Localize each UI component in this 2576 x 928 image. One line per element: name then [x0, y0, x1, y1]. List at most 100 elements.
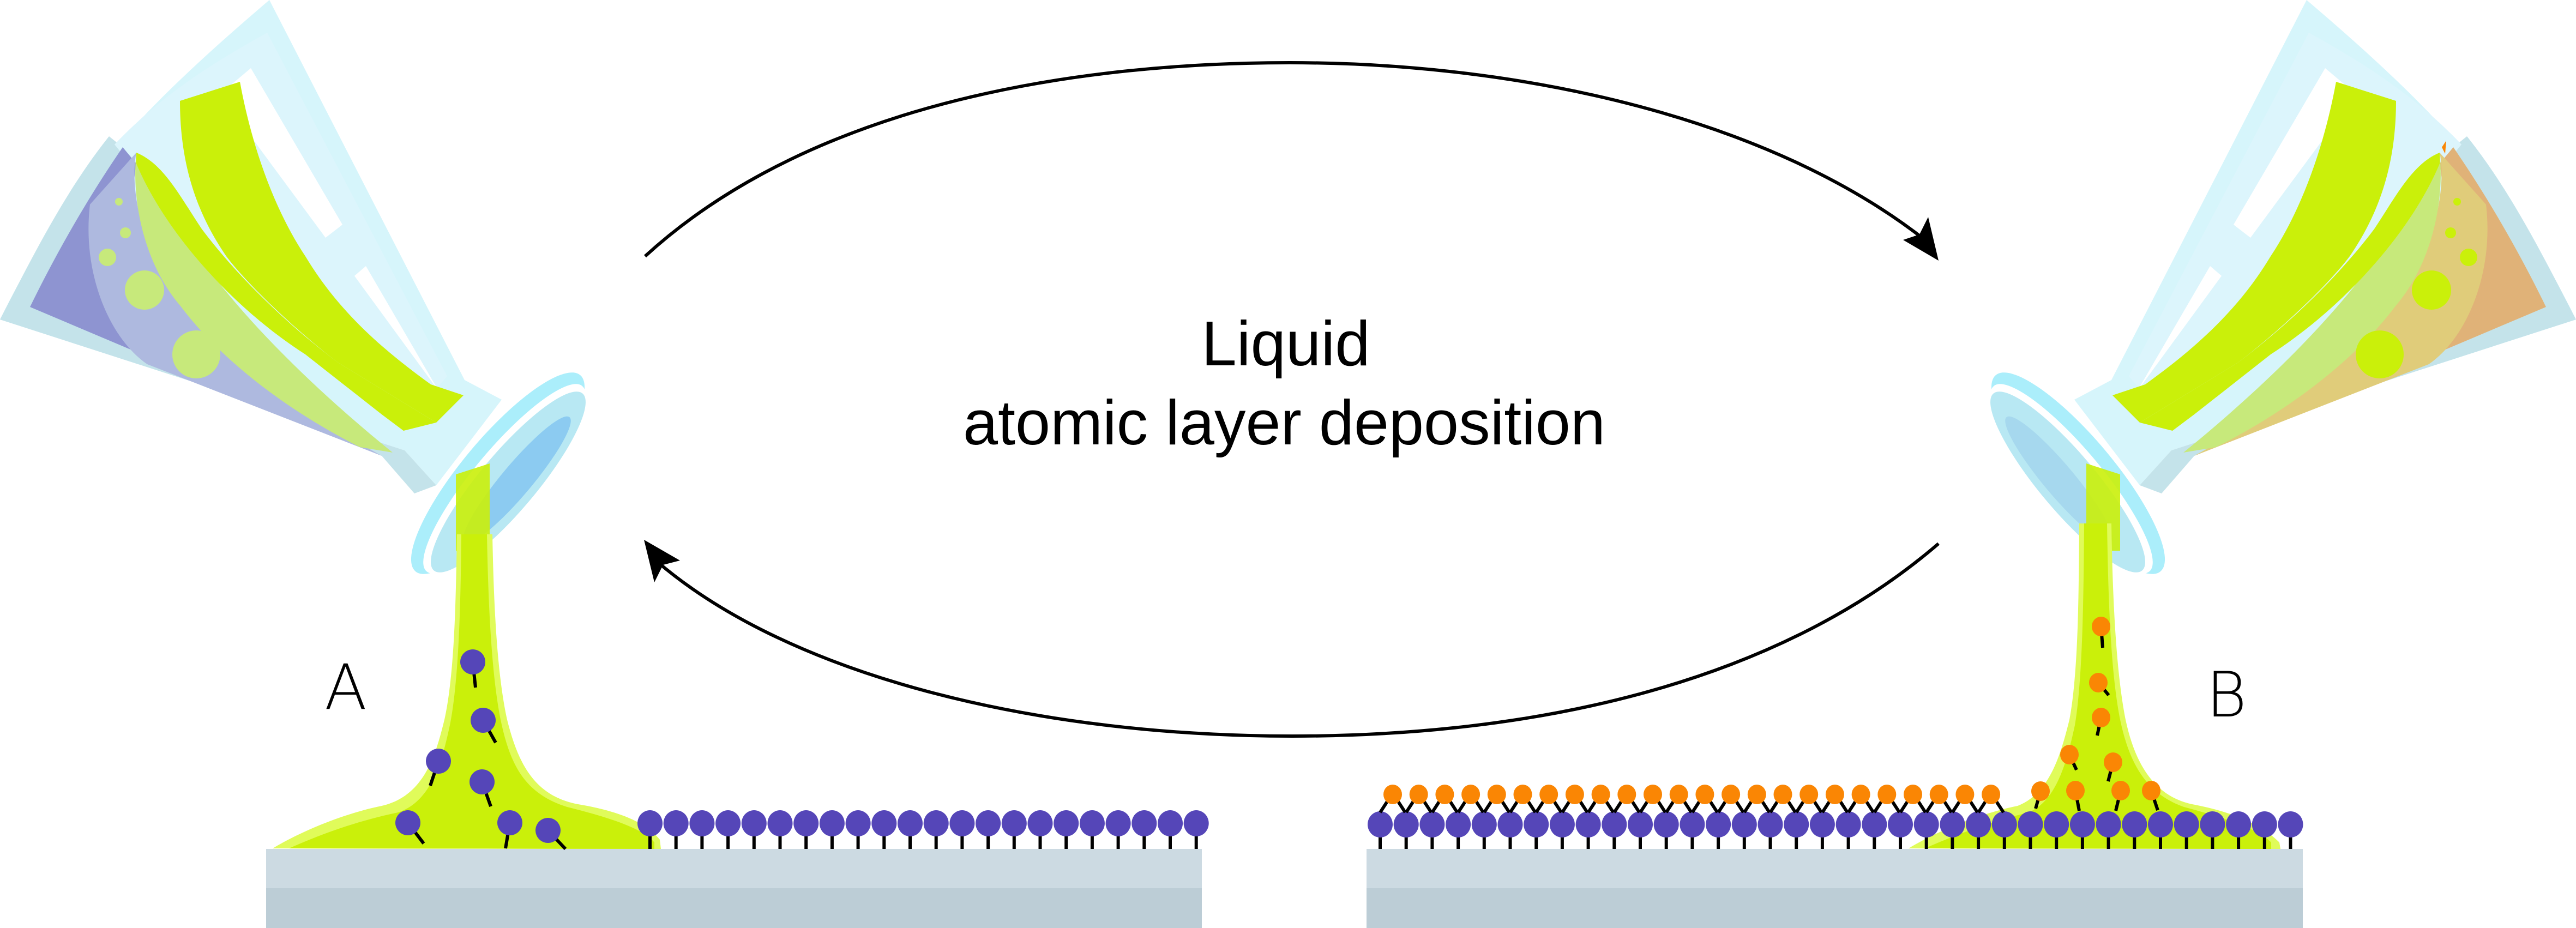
precursor-a-molecule — [2148, 811, 2173, 837]
precursor-b-link — [1847, 800, 1857, 813]
precursor-b-stick — [2100, 635, 2104, 648]
precursor-b-link — [1969, 800, 1979, 813]
precursor-b-molecule — [1904, 785, 1922, 804]
precursor-b-link — [1379, 800, 1389, 813]
precursor-b-link — [1761, 800, 1771, 813]
precursor-b-link — [1683, 800, 1693, 813]
precursor-b-link — [1483, 800, 1493, 813]
precursor-b-molecule — [2089, 673, 2108, 692]
precursor-a-molecule — [898, 810, 923, 836]
precursor-a-molecule — [1549, 811, 1575, 837]
precursor-a-molecule — [1784, 811, 1809, 837]
precursor-b-link — [1943, 800, 1953, 813]
diagram-title-line2: atomic layer deposition — [963, 387, 1605, 458]
precursor-b-molecule — [1539, 785, 1558, 804]
precursor-a-stick — [487, 730, 497, 744]
precursor-b-link — [1639, 800, 1649, 813]
precursor-a-molecule — [395, 810, 420, 835]
precursor-a-molecule — [1419, 811, 1445, 837]
precursor-b-link — [1552, 800, 1563, 813]
precursor-a-stick — [429, 772, 436, 786]
precursor-a-molecule — [2226, 811, 2252, 837]
precursor-b-link — [1605, 800, 1615, 813]
precursor-b-link — [1630, 800, 1641, 813]
arrow-head-right — [1903, 217, 1939, 261]
precursor-a-molecule — [637, 810, 663, 836]
substrate-b-top-layer — [1367, 849, 2303, 888]
precursor-b-link — [1865, 800, 1875, 813]
precursor-b-molecule — [1617, 785, 1636, 804]
precursor-a-molecule — [426, 749, 451, 774]
precursor-a-molecule — [871, 810, 897, 836]
precursor-b-molecule — [1409, 785, 1428, 804]
stage-label-a: A — [324, 651, 367, 724]
precursor-a-molecule — [1183, 810, 1209, 836]
precursor-b-link — [1743, 800, 1753, 813]
precursor-b-molecule — [2060, 745, 2079, 764]
precursor-a-molecule — [1131, 810, 1157, 836]
beaker-a — [0, 0, 586, 574]
precursor-a-molecule — [1027, 810, 1053, 836]
precursor-b-molecule — [2066, 781, 2085, 800]
precursor-a-molecule — [1368, 811, 1393, 837]
precursor-a-molecule — [1680, 811, 1705, 837]
molecule-layers — [395, 617, 2303, 851]
precursor-b-link — [1397, 800, 1407, 813]
precursor-b-stick — [2096, 726, 2101, 736]
precursor-a-molecule — [793, 810, 819, 836]
precursor-a-molecule — [535, 818, 561, 843]
precursor-b-link — [1708, 800, 1719, 813]
precursor-b-link — [1735, 800, 1745, 813]
precursor-b-molecule — [2092, 617, 2110, 636]
precursor-a-molecule — [1888, 811, 1913, 837]
precursor-b-molecule — [1487, 785, 1506, 804]
precursor-b-molecule — [1695, 785, 1714, 804]
substrate-a-top-layer — [266, 849, 1202, 888]
precursor-a-molecule — [2174, 811, 2199, 837]
precursor-a-stick — [472, 673, 477, 688]
substrate-b — [1367, 849, 2303, 928]
precursor-b-link — [1561, 800, 1571, 813]
precursor-b-link — [1768, 800, 1779, 813]
precursor-b-link — [1951, 800, 1961, 813]
precursor-b-molecule — [1669, 785, 1688, 804]
precursor-b-link — [1690, 800, 1701, 813]
precursor-a-molecule — [1653, 811, 1679, 837]
precursor-b-stick — [2114, 798, 2121, 811]
precursor-a-molecule — [1758, 811, 1783, 837]
beaker-b — [1990, 0, 2576, 574]
precursor-b-molecule — [1722, 785, 1741, 804]
precursor-b-link — [1474, 800, 1485, 813]
precursor-b-link — [1526, 800, 1537, 813]
substrate-a — [266, 849, 1202, 928]
precursor-a-molecule — [1158, 810, 1183, 836]
precursor-b-molecule — [2142, 781, 2160, 800]
precursor-a-molecule — [1471, 811, 1497, 837]
precursor-a-molecule — [2200, 811, 2225, 837]
liquid-drop-a — [273, 534, 661, 849]
precursor-a-molecule — [1706, 811, 1731, 837]
precursor-a-stick — [555, 837, 567, 851]
precursor-a-stick — [413, 831, 425, 845]
precursor-a-molecule — [1913, 811, 1939, 837]
precursor-b-link — [1405, 800, 1415, 813]
precursor-a-molecule — [1940, 811, 1965, 837]
precursor-b-link — [1456, 800, 1467, 813]
precursor-b-molecule — [2111, 781, 2130, 800]
precursor-a-molecule — [923, 810, 949, 836]
arrow-head-left — [644, 540, 680, 582]
precursor-b-link — [1917, 800, 1927, 813]
precursor-a-molecule — [2122, 811, 2147, 837]
precursor-a-molecule — [663, 810, 689, 836]
precursor-b-link — [1813, 800, 1823, 813]
precursor-b-stick — [2034, 799, 2040, 809]
precursor-a-molecule — [1054, 810, 1079, 836]
precursor-b-link — [1657, 800, 1667, 813]
precursor-a-molecule — [470, 769, 495, 794]
precursor-a-molecule — [1809, 811, 1835, 837]
substrate-a-bottom-layer — [266, 888, 1202, 928]
precursor-a-molecule — [1105, 810, 1131, 836]
precursor-a-molecule — [1575, 811, 1601, 837]
precursor-b-molecule — [1825, 785, 1844, 804]
precursor-a-molecule — [1524, 811, 1549, 837]
